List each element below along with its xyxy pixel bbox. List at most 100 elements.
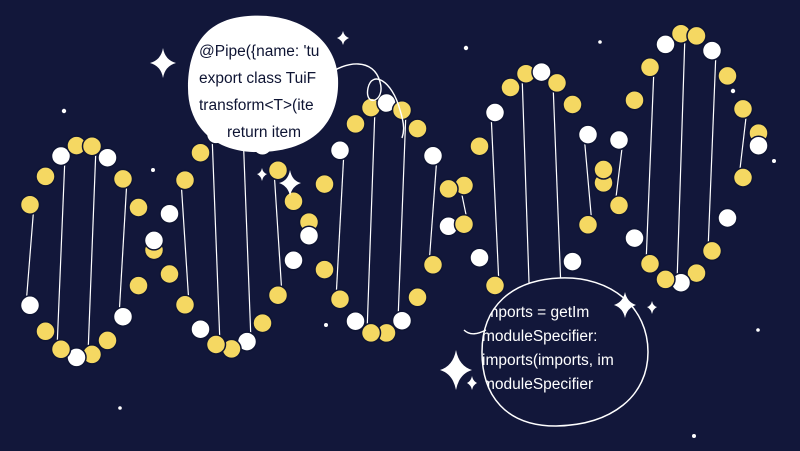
helix-bead (686, 25, 707, 47)
helix-bead (407, 287, 428, 308)
helix-bead (593, 159, 614, 180)
helix-rung (614, 139, 624, 206)
helix-bead (283, 250, 304, 271)
sparkle-icon (337, 31, 349, 45)
helix-bead (128, 197, 149, 218)
helix-bead (97, 147, 118, 168)
star-dots (61, 40, 776, 438)
helix-bead (391, 310, 413, 331)
helix-bead (608, 129, 630, 151)
sparkle-icon (440, 350, 472, 390)
helix-beads (19, 23, 769, 368)
helix-bead (128, 275, 149, 296)
helix-rung (552, 82, 562, 290)
bottom-code-line-3: imports(imports, im (482, 352, 614, 369)
helix-bead (50, 145, 72, 167)
top-code-line-4: return item (227, 124, 301, 141)
helix-rung (738, 108, 748, 178)
helix-bead (484, 275, 506, 296)
star-dot-icon (118, 406, 122, 410)
helix-rung (366, 107, 376, 333)
bottom-code-line-2: moduleSpecifier: (482, 328, 597, 345)
star-dot-icon (692, 434, 696, 438)
helix-bead (701, 240, 723, 262)
helix-bead (205, 334, 227, 355)
helix-rung (56, 155, 66, 350)
helix-bead (655, 269, 676, 290)
helix-bead (422, 145, 444, 167)
helix-rung (397, 110, 407, 321)
helix-bead (345, 113, 366, 135)
helix-bead (190, 318, 211, 340)
bottom-code-bubble: imports = getIm moduleSpecifier: imports… (463, 277, 649, 427)
helix-rung (25, 204, 35, 306)
helix-rung (490, 112, 500, 286)
helix-rung (118, 178, 128, 317)
helix-bead (174, 294, 196, 316)
helix-bead (639, 253, 661, 275)
helix-rung (211, 134, 221, 345)
helix-bead (35, 321, 56, 342)
helix-bead (407, 118, 428, 139)
bottom-bubble-shape (481, 277, 649, 427)
helix-bead (438, 178, 459, 200)
top-code-line-1: @Pipe({name: 'tu (199, 43, 319, 60)
bottom-bubble-tail (463, 329, 487, 335)
helix-rung (273, 170, 283, 296)
helix-bead (546, 72, 568, 94)
helix-bead (686, 262, 707, 284)
helix-bead (562, 94, 583, 115)
helix-rung (645, 67, 655, 264)
star-dot-icon (151, 168, 155, 172)
helix-rung (242, 130, 252, 342)
top-code-line-2: export class TuiF (199, 70, 316, 87)
sparkle-icon (279, 170, 301, 196)
top-code-line-3: transform<T>(ite (199, 97, 314, 114)
bottom-code-line-1: imports = getIm (482, 304, 589, 321)
helix-bead (252, 312, 273, 334)
star-dot-icon (598, 40, 602, 44)
star-dot-icon (756, 328, 760, 332)
helix-rung (521, 73, 531, 313)
helix-bead (531, 61, 552, 83)
helix-rung (707, 50, 717, 251)
helix-bead (577, 124, 599, 145)
helix-bead (562, 251, 583, 272)
helix-bead (329, 140, 351, 161)
star-dot-icon (61, 108, 67, 114)
helix-bead (732, 167, 754, 188)
helix-rungs (25, 33, 748, 355)
helix-bead (314, 259, 335, 280)
helix-bead (267, 159, 289, 181)
helix-bead (314, 173, 335, 195)
helix-rung (583, 134, 593, 225)
helix-bead (190, 142, 211, 163)
helix-bead (624, 227, 645, 249)
helix-bead (97, 330, 118, 351)
helix-bead (701, 40, 723, 61)
helix-bead (500, 77, 521, 98)
top-bubble-tail (325, 63, 405, 139)
helix-bead (19, 194, 41, 215)
helix-bead (453, 213, 475, 235)
helix-bead (717, 65, 738, 87)
helix-bead (50, 339, 72, 360)
helix-bead (112, 306, 134, 327)
helix-bead (329, 288, 351, 310)
helix-bead (717, 207, 738, 229)
helix-bead (577, 214, 599, 236)
helix-bead (298, 225, 320, 246)
helix-bead (19, 295, 41, 316)
helix-rung (180, 180, 190, 305)
helix-rung (87, 146, 97, 355)
helix-bead (608, 195, 630, 216)
helix-bead (422, 254, 444, 276)
star-dot-icon (463, 45, 469, 51)
sparkles (150, 31, 657, 390)
helix-bead (159, 263, 180, 285)
helix-bead (748, 135, 769, 156)
star-dot-icon (324, 323, 328, 327)
helix-bead (469, 247, 490, 268)
helix-bead (81, 135, 103, 157)
